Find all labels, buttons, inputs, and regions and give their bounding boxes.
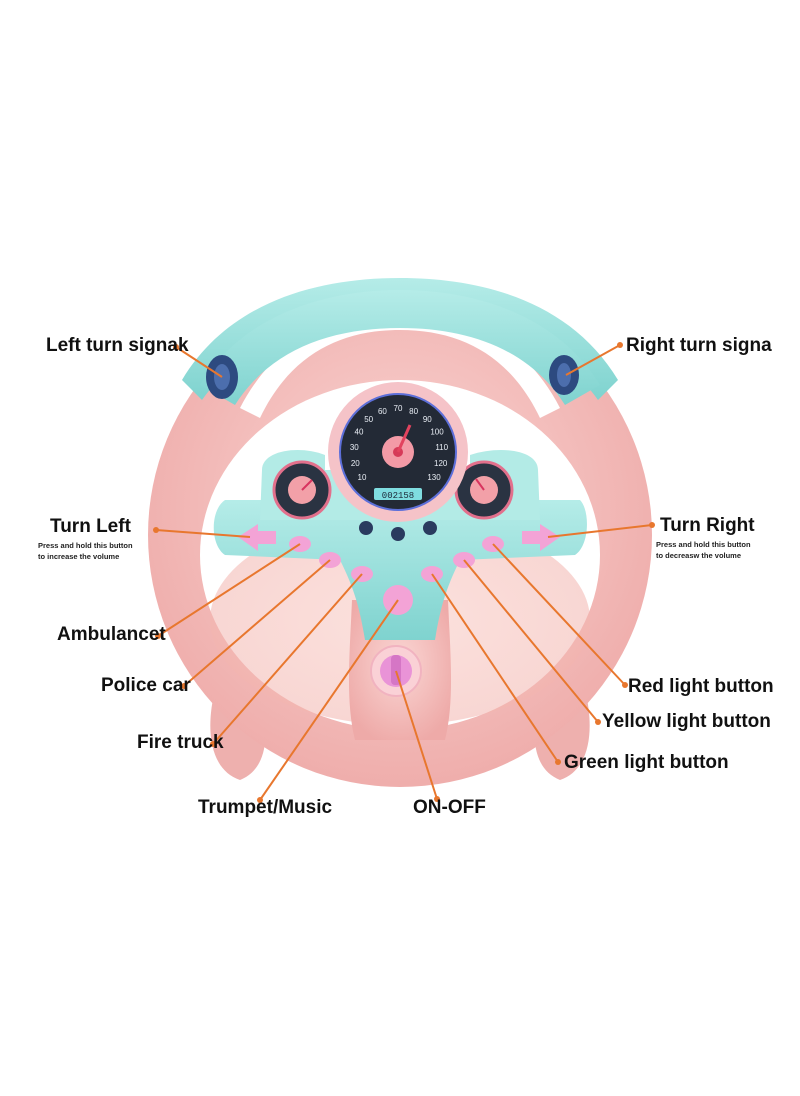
- speedometer-tick-100: 100: [430, 428, 444, 437]
- endpoint-red-light: [622, 682, 628, 688]
- leader-turn-right: [547, 524, 653, 538]
- label-right-turn-signal: Right turn signa: [626, 335, 772, 356]
- endpoint-left-turn-signal: [173, 344, 179, 350]
- turn-left-arrow-button[interactable]: [238, 524, 276, 551]
- center-hub-panel: [213, 500, 587, 640]
- leader-left-turn-signal: [175, 346, 223, 378]
- endpoint-right-turn-signal: [617, 342, 623, 348]
- leader-police-car: [183, 559, 331, 687]
- indicator-dot-left: [359, 521, 373, 535]
- leader-endpoints: [153, 342, 655, 803]
- endpoint-turn-right: [649, 522, 655, 528]
- speedometer-tick-110: 110: [435, 443, 448, 452]
- endpoint-trumpet-music: [257, 797, 263, 803]
- speedometer-tick-90: 90: [423, 415, 432, 424]
- leader-ambulance: [157, 543, 301, 637]
- label-turn-left-note-2: to increase the volume: [38, 552, 120, 561]
- leader-right-turn-signal: [565, 344, 621, 376]
- leader-trumpet-music: [259, 599, 399, 801]
- speedometer-tick-40: 40: [355, 428, 364, 437]
- label-turn-right-note-2: to decreasw the volume: [656, 551, 742, 560]
- leader-lines: [155, 344, 653, 801]
- leader-yellow-light: [463, 559, 599, 723]
- label-turn-left-note-1: Press and hold this button: [38, 541, 133, 550]
- label-green-light: Green light button: [564, 752, 729, 773]
- indicator-dot-center: [391, 527, 405, 541]
- label-ambulance: Ambulancet: [57, 624, 166, 645]
- speedometer-tick-30: 30: [350, 443, 359, 452]
- label-police-car: Police car: [101, 675, 191, 696]
- speedometer-tick-120: 120: [434, 459, 448, 468]
- label-yellow-light: Yellow light button: [602, 711, 771, 732]
- endpoint-police-car: [181, 683, 187, 689]
- wheel-top-arch: [182, 278, 618, 400]
- speedometer-tick-10: 10: [358, 473, 367, 482]
- speedometer-tick-130: 130: [427, 473, 441, 482]
- odometer-display: [374, 488, 422, 500]
- endpoint-turn-left: [153, 527, 159, 533]
- label-red-light: Red light button: [628, 676, 774, 697]
- label-turn-right: Turn Right: [660, 515, 755, 536]
- speedometer-tick-50: 50: [364, 415, 373, 424]
- label-turn-right-note-1: Press and hold this button: [656, 540, 751, 549]
- speedometer-tick-70: 70: [394, 404, 403, 413]
- label-turn-left: Turn Left: [50, 516, 131, 537]
- label-on-off: ON-OFF: [413, 797, 486, 818]
- top-arch-body: [200, 290, 600, 405]
- label-left-turn-signal: Left turn signak: [46, 335, 189, 356]
- label-fire-truck: Fire truck: [137, 732, 224, 753]
- right-gauge-needle: [475, 478, 485, 491]
- right-turn-signal-glow: [557, 363, 571, 387]
- label-trumpet-music: Trumpet/Music: [198, 797, 333, 818]
- endpoint-green-light: [555, 759, 561, 765]
- speedometer-tick-60: 60: [378, 407, 387, 416]
- indicator-dot-right: [423, 521, 437, 535]
- leader-fire-truck: [212, 573, 363, 745]
- endpoint-ambulance: [155, 633, 161, 639]
- leader-turn-left: [155, 529, 251, 538]
- turn-right-arrow-button[interactable]: [522, 524, 560, 551]
- leader-on-off: [395, 670, 438, 800]
- leader-red-light: [492, 543, 626, 686]
- speedometer-tick-80: 80: [409, 407, 418, 416]
- endpoint-on-off: [434, 796, 440, 802]
- speedometer-needle: [396, 424, 412, 453]
- endpoint-fire-truck: [210, 741, 216, 747]
- speedometer-tick-20: 20: [351, 459, 360, 468]
- endpoint-yellow-light: [595, 719, 601, 725]
- odometer-value: 002158: [382, 491, 414, 501]
- left-gauge-needle: [301, 479, 313, 491]
- leader-green-light: [431, 573, 559, 763]
